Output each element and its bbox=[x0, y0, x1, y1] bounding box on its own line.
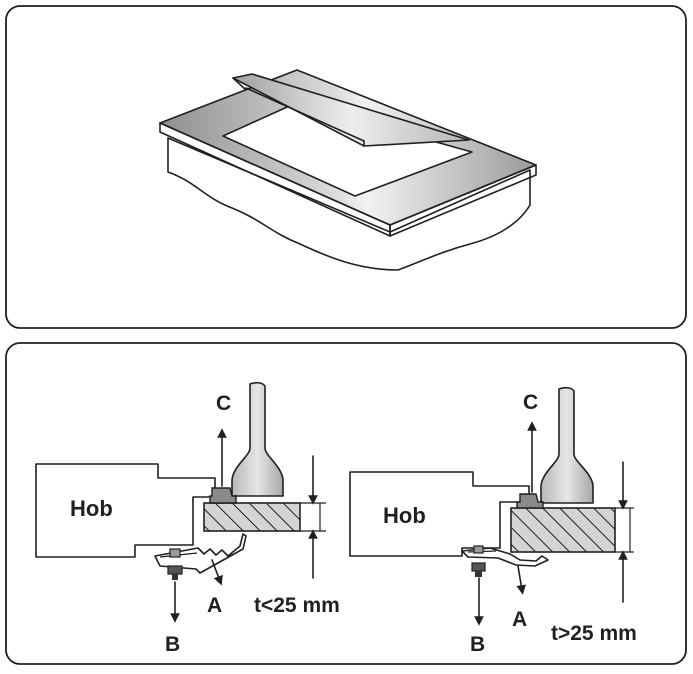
label-b: B bbox=[470, 633, 485, 656]
label-c: C bbox=[216, 392, 231, 415]
screw bbox=[167, 548, 183, 580]
arrow-a bbox=[211, 559, 223, 586]
hob-3d-illustration bbox=[159, 69, 537, 271]
thickness-dimension bbox=[300, 455, 326, 579]
thickness-label: t<25 mm bbox=[254, 594, 340, 617]
screw bbox=[471, 545, 486, 577]
hob-label: Hob bbox=[383, 503, 426, 528]
screwdriver bbox=[231, 381, 284, 497]
bottom-panel bbox=[5, 342, 687, 665]
hob-body-outline bbox=[35, 463, 216, 558]
label-a: A bbox=[512, 608, 527, 631]
detail-thick-worktop: Hob C A B t>25 mm bbox=[349, 386, 637, 656]
label-c: C bbox=[523, 391, 538, 414]
hob-label: Hob bbox=[70, 496, 113, 521]
label-a: A bbox=[207, 594, 222, 617]
worktop-section bbox=[510, 507, 616, 553]
screwdriver bbox=[540, 386, 594, 504]
label-b: B bbox=[165, 633, 180, 656]
arrow-a bbox=[516, 565, 526, 595]
worktop-section bbox=[203, 502, 301, 532]
fixing-bracket bbox=[154, 533, 247, 574]
hob-body-outline bbox=[349, 471, 530, 557]
fixing-clip bbox=[209, 487, 237, 504]
thickness-label: t>25 mm bbox=[551, 622, 637, 645]
fixing-clip bbox=[516, 493, 544, 509]
cooking-zone-area bbox=[222, 102, 473, 197]
detail-thin-worktop: Hob C A B t<25 mm bbox=[35, 381, 340, 656]
thickness-dimension bbox=[615, 461, 634, 603]
glass-lid bbox=[232, 73, 470, 147]
